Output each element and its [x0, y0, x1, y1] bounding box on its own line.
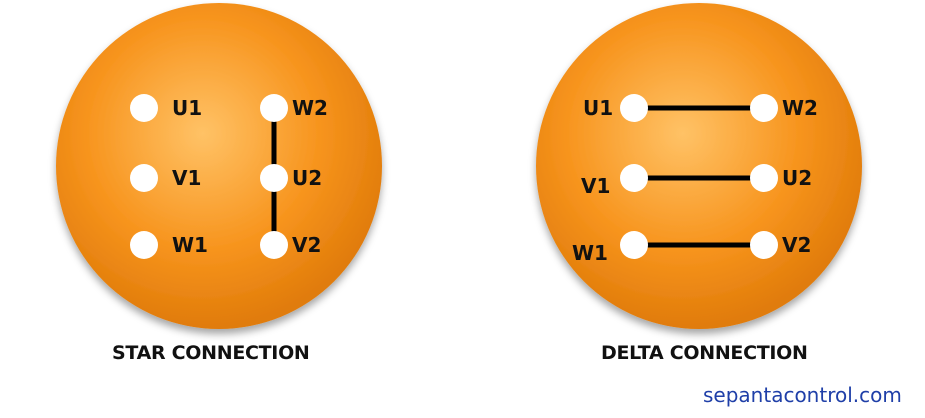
- star-connection-caption: STAR CONNECTION: [112, 342, 310, 364]
- delta-label-w2: W2: [782, 96, 818, 120]
- delta-terminal-v1: [620, 164, 648, 192]
- delta-terminal-plate: U1 V1 W1 W2 U2 V2: [536, 3, 862, 329]
- star-label-v1: V1: [172, 166, 201, 190]
- star-plate-disc: [56, 3, 382, 329]
- delta-terminal-u2: [750, 164, 778, 192]
- delta-label-w1: W1: [572, 241, 608, 265]
- star-terminal-v2: [260, 231, 288, 259]
- delta-terminal-u1: [620, 94, 648, 122]
- delta-connection-caption: DELTA CONNECTION: [601, 342, 808, 364]
- delta-label-u1: U1: [583, 96, 613, 120]
- delta-label-v2: V2: [782, 233, 811, 257]
- star-terminal-w1: [130, 231, 158, 259]
- star-label-u1: U1: [172, 96, 202, 120]
- delta-label-v1: V1: [581, 174, 610, 198]
- star-terminal-w2: [260, 94, 288, 122]
- star-label-u2: U2: [292, 166, 322, 190]
- star-label-w2: W2: [292, 96, 328, 120]
- delta-terminal-w1: [620, 231, 648, 259]
- star-label-v2: V2: [292, 233, 321, 257]
- delta-plate-disc: [536, 3, 862, 329]
- star-terminal-plate: U1 V1 W1 W2 U2 V2: [56, 3, 382, 329]
- star-label-w1: W1: [172, 233, 208, 257]
- star-terminal-u1: [130, 94, 158, 122]
- site-watermark: sepantacontrol.com: [703, 383, 902, 407]
- delta-terminal-w2: [750, 94, 778, 122]
- delta-label-u2: U2: [782, 166, 812, 190]
- star-terminal-v1: [130, 164, 158, 192]
- delta-terminal-v2: [750, 231, 778, 259]
- star-terminal-u2: [260, 164, 288, 192]
